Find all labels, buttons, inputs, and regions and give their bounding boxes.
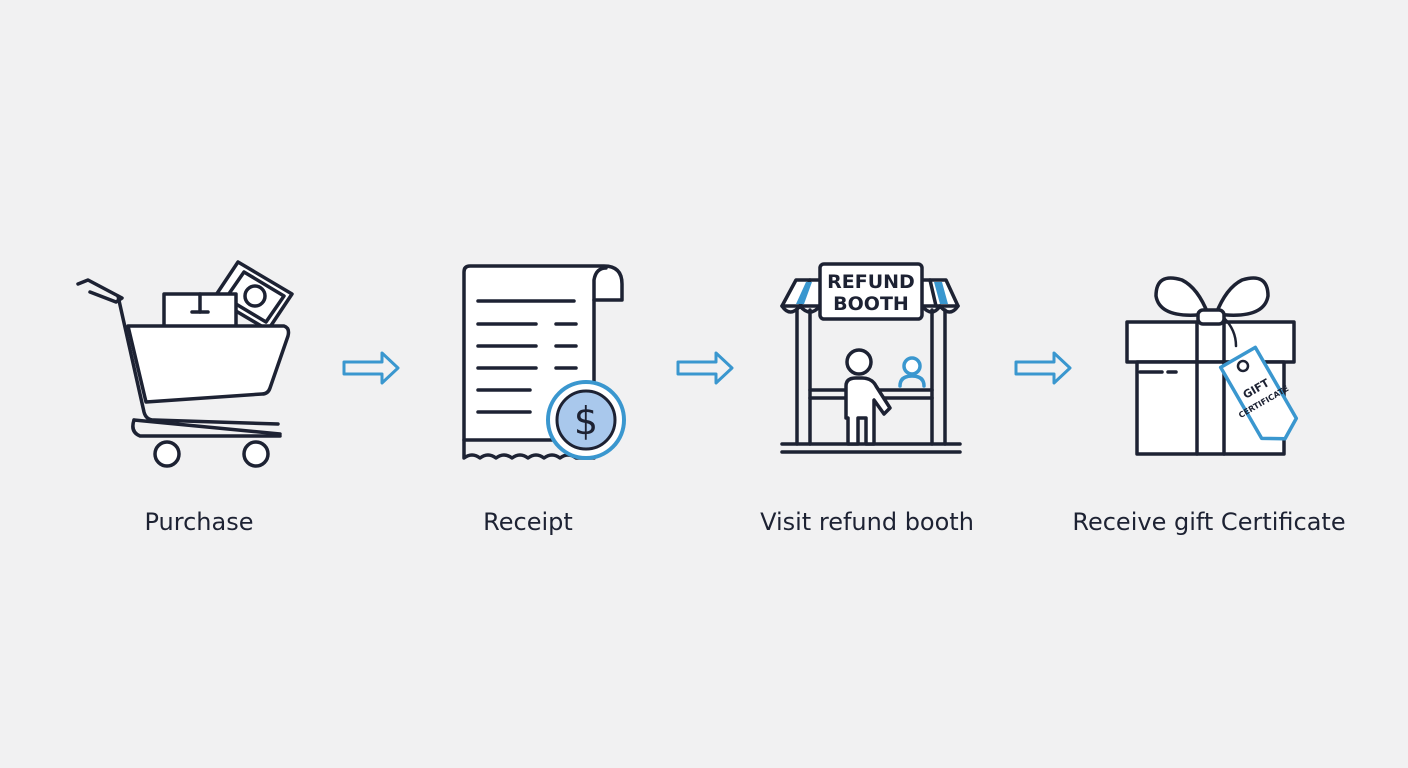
arrow-right-icon	[342, 351, 400, 385]
step-label-receipt: Receipt	[483, 508, 573, 536]
dollar-symbol: $	[574, 399, 598, 443]
step-label-receive-gift-certificate: Receive gift Certificate	[1072, 508, 1346, 536]
gift-certificate-tag: GIFT CERTIFICATE	[1218, 345, 1299, 441]
dollar-coin-icon: $	[546, 380, 626, 460]
receipt-dollar-icon: $	[462, 264, 626, 460]
arrow-right-icon	[676, 351, 734, 385]
booth-sign-line2: BOOTH	[833, 293, 909, 315]
shopping-cart-icon	[76, 260, 294, 468]
step-label-purchase: Purchase	[144, 508, 254, 536]
arrow-right-icon	[1014, 351, 1072, 385]
gift-box-icon: GIFT CERTIFICATE	[1125, 276, 1299, 456]
step-label-visit-refund-booth: Visit refund booth	[760, 508, 974, 536]
booth-sign-line1: REFUND	[827, 271, 915, 293]
refund-booth-icon: REFUND BOOTH	[780, 262, 962, 454]
